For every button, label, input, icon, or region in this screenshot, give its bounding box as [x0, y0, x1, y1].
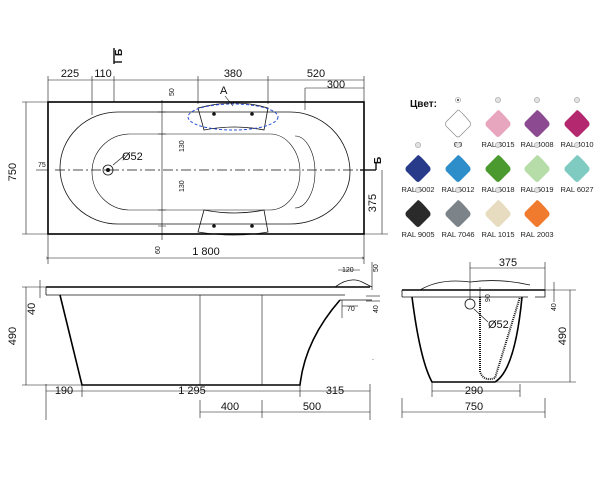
- detail-a-label: A: [220, 85, 228, 97]
- swatch-label: RAL 6027: [560, 185, 593, 194]
- swatch-diamond[interactable]: [524, 200, 550, 227]
- legend-title: Цвет:: [410, 99, 437, 110]
- radio-dot[interactable]: [495, 142, 501, 148]
- dim-1800: 1 800: [192, 246, 220, 258]
- drain-icon: [102, 164, 114, 176]
- color-swatch-ral-1015[interactable]: RAL 1015: [481, 187, 515, 239]
- end-body: [411, 296, 523, 383]
- swatch-label: RAL 7046: [441, 230, 474, 239]
- radio-dot[interactable]: [415, 142, 421, 148]
- plan-outer-rim: [47, 101, 365, 235]
- svg-text:.: .: [372, 355, 374, 362]
- side-view: 40 490 120 50 40 70 . 190 1 295 315 400 …: [7, 262, 380, 420]
- dim-490-end: 490: [557, 327, 569, 345]
- dim-315: 315: [326, 385, 344, 397]
- dim-40b-side: 40: [373, 305, 380, 313]
- side-headrest: [334, 279, 373, 288]
- dim-d52-plan: Ø52: [122, 151, 143, 163]
- dim-375-plan: 375: [367, 194, 379, 212]
- swatch-diamond[interactable]: [564, 110, 590, 137]
- radio-dot[interactable]: [534, 142, 540, 148]
- plan-floor: [91, 133, 301, 211]
- swatch-label: RAL 2003: [520, 230, 553, 239]
- plan-basin: [59, 111, 351, 225]
- dim-120: 120: [342, 267, 354, 274]
- end-view: 375 90 Ø52 40 490 290 750: [401, 257, 576, 418]
- swatch-diamond[interactable]: [564, 155, 590, 182]
- plan-headrest-bottom: [197, 209, 269, 236]
- overflow-icon: [464, 298, 476, 310]
- dim-70: 70: [347, 306, 355, 313]
- dim-225: 225: [61, 68, 79, 80]
- plan-headrest-top: [197, 102, 269, 131]
- radio-dot[interactable]: [534, 187, 540, 193]
- swatch-label: RAL 1015: [481, 230, 514, 239]
- color-swatch-ral-6019[interactable]: RAL 6019: [520, 142, 554, 194]
- dim-90: 90: [485, 294, 492, 302]
- dim-50-side: 50: [373, 264, 380, 272]
- radio-dot[interactable]: [495, 97, 501, 103]
- radio-dot[interactable]: [574, 97, 580, 103]
- color-swatch-ral-6018[interactable]: RAL 6018: [481, 142, 515, 194]
- dim-375-end: 375: [499, 257, 517, 269]
- dim-380: 380: [224, 68, 242, 80]
- swatch-diamond[interactable]: [485, 155, 511, 182]
- dim-190: 190: [55, 385, 73, 397]
- end-headrest: [419, 280, 531, 291]
- dim-60-plan: 60: [155, 246, 162, 254]
- dim-d52-end: Ø52: [488, 319, 509, 331]
- dim-130a: 130: [179, 140, 186, 152]
- color-swatch-ral-2003[interactable]: RAL 2003: [520, 187, 554, 239]
- color-swatch-ral-4008[interactable]: RAL 4008: [520, 97, 554, 149]
- swatch-diamond[interactable]: [445, 200, 471, 227]
- dim-750-plan: 750: [7, 163, 19, 181]
- swatch-diamond[interactable]: [485, 110, 511, 137]
- dim-500: 500: [303, 401, 321, 413]
- dim-75: 75: [38, 162, 46, 169]
- color-swatch-ral-5002[interactable]: RAL 5002: [401, 142, 435, 194]
- swatch-diamond[interactable]: [524, 110, 550, 137]
- detail-a-highlight: [187, 103, 279, 131]
- swatch-diamond[interactable]: [445, 109, 471, 138]
- color-swatch-ral-4010[interactable]: RAL 4010: [560, 97, 594, 149]
- dim-50-plan: 50: [169, 88, 176, 96]
- dim-400: 400: [221, 401, 239, 413]
- swatch-diamond[interactable]: [445, 155, 471, 182]
- plan-view: 225 110 380 520 300 Б Б 750 75 375 50 13…: [7, 48, 388, 264]
- radio-dot[interactable]: [455, 142, 461, 148]
- color-swatch-00[interactable]: 00: [445, 97, 471, 149]
- dim-290: 290: [465, 385, 483, 397]
- color-swatch-ral-5012[interactable]: RAL 5012: [441, 142, 475, 194]
- color-swatch-ral-3015[interactable]: RAL 3015: [481, 97, 515, 149]
- end-overflow-pipe: [479, 296, 521, 381]
- color-swatch-ral-6027[interactable]: RAL 6027: [560, 142, 594, 194]
- radio-dot[interactable]: [495, 187, 501, 193]
- section-mark-top: Б: [114, 49, 125, 56]
- radio-dot[interactable]: [574, 142, 580, 148]
- dim-130b: 130: [179, 180, 186, 192]
- radio-dot[interactable]: [415, 187, 421, 193]
- section-mark-side: Б: [373, 157, 384, 164]
- swatch-diamond[interactable]: [405, 200, 431, 227]
- color-swatch-ral-9005[interactable]: RAL 9005: [401, 187, 435, 239]
- dim-40-end: 40: [551, 303, 558, 311]
- dim-1295: 1 295: [178, 385, 206, 397]
- radio-dot[interactable]: [534, 97, 540, 103]
- swatch-diamond[interactable]: [405, 155, 431, 182]
- radio-dot[interactable]: [455, 187, 461, 193]
- dim-490-side: 490: [7, 327, 19, 345]
- dim-750-end: 750: [465, 401, 483, 413]
- color-swatch-ral-7046[interactable]: RAL 7046: [441, 187, 475, 239]
- swatch-label: RAL 9005: [401, 230, 434, 239]
- dim-520: 520: [307, 68, 325, 80]
- swatch-diamond[interactable]: [485, 200, 511, 227]
- dim-300: 300: [327, 79, 345, 91]
- dim-110: 110: [94, 68, 112, 80]
- swatch-diamond[interactable]: [524, 155, 550, 182]
- dim-40-side: 40: [26, 303, 38, 315]
